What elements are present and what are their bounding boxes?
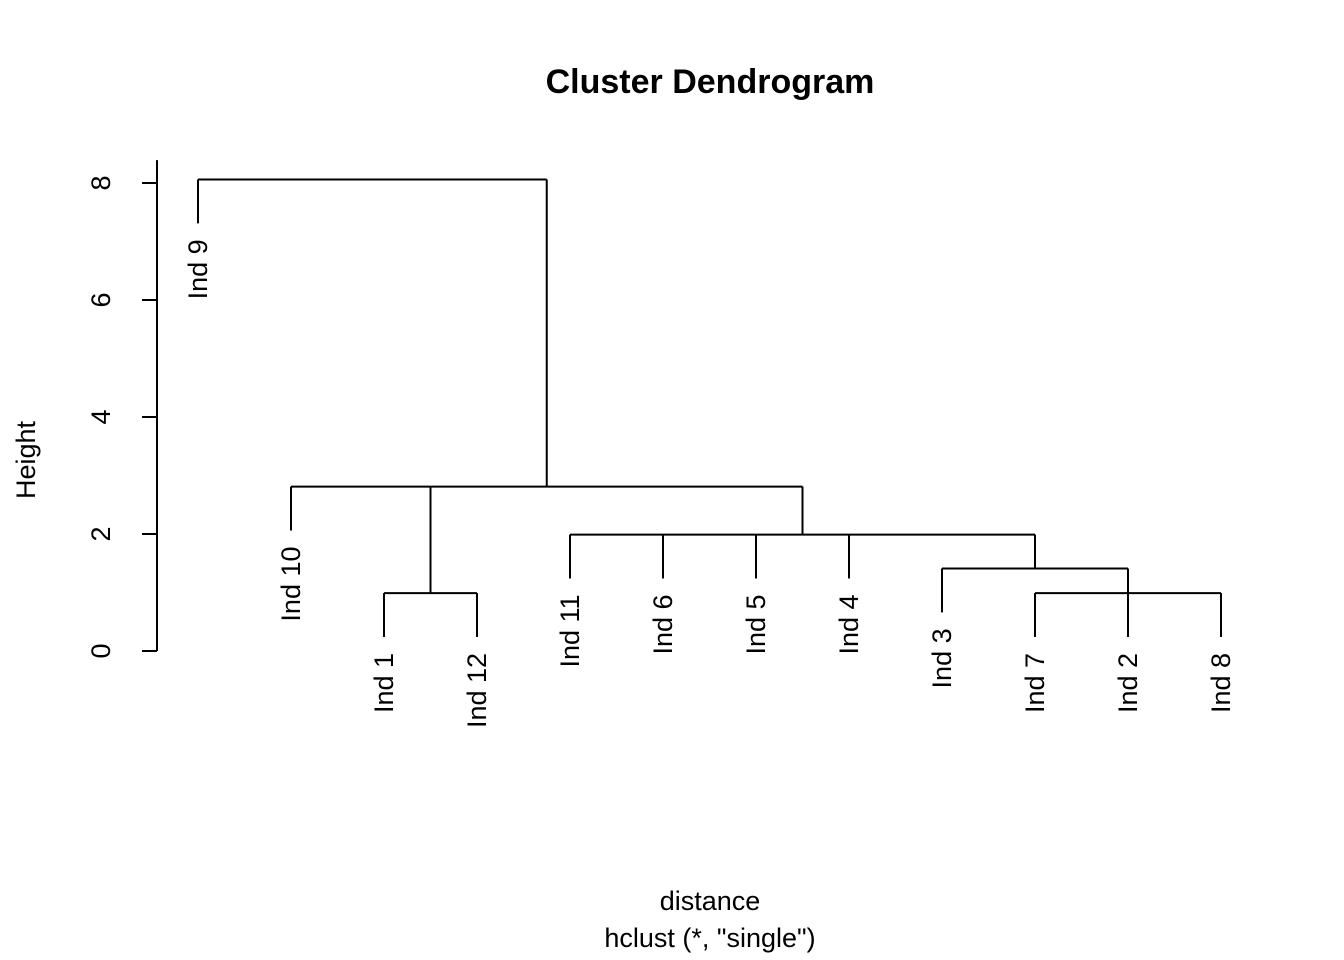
leaf-label: Ind 4 [834, 594, 864, 654]
leaf-label: Ind 8 [1206, 653, 1236, 713]
y-tick-label: 2 [86, 526, 116, 541]
chart-title: Cluster Dendrogram [546, 63, 875, 101]
y-tick-label: 4 [86, 409, 116, 424]
leaf-label: Ind 7 [1020, 653, 1050, 713]
leaf-label: Ind 1 [369, 653, 399, 713]
y-tick-label: 8 [86, 175, 116, 190]
y-axis: 0 2 4 6 8 [86, 160, 158, 659]
dendrogram-tree [197, 178, 1222, 637]
x-axis-sublabel: hclust (*, "single") [604, 923, 815, 953]
y-axis-label: Height [11, 420, 41, 499]
leaf-label: Ind 3 [927, 628, 957, 688]
leaf-labels: Ind 7 Ind 2 Ind 8 Ind 1 Ind 12 Ind 3 Ind 11 Ind… [183, 239, 1236, 728]
y-tick-label: 6 [86, 292, 116, 307]
y-tick-label: 0 [86, 643, 116, 658]
leaf-label: Ind 12 [462, 653, 492, 728]
leaf-label: Ind 11 [555, 594, 585, 667]
x-axis-label: distance [660, 886, 761, 916]
leaf-label: Ind 5 [741, 594, 771, 654]
leaf-label: Ind 2 [1113, 653, 1143, 713]
leaf-label: Ind 6 [648, 594, 678, 654]
leaf-label: Ind 10 [276, 546, 306, 621]
leaf-label: Ind 9 [183, 239, 213, 299]
